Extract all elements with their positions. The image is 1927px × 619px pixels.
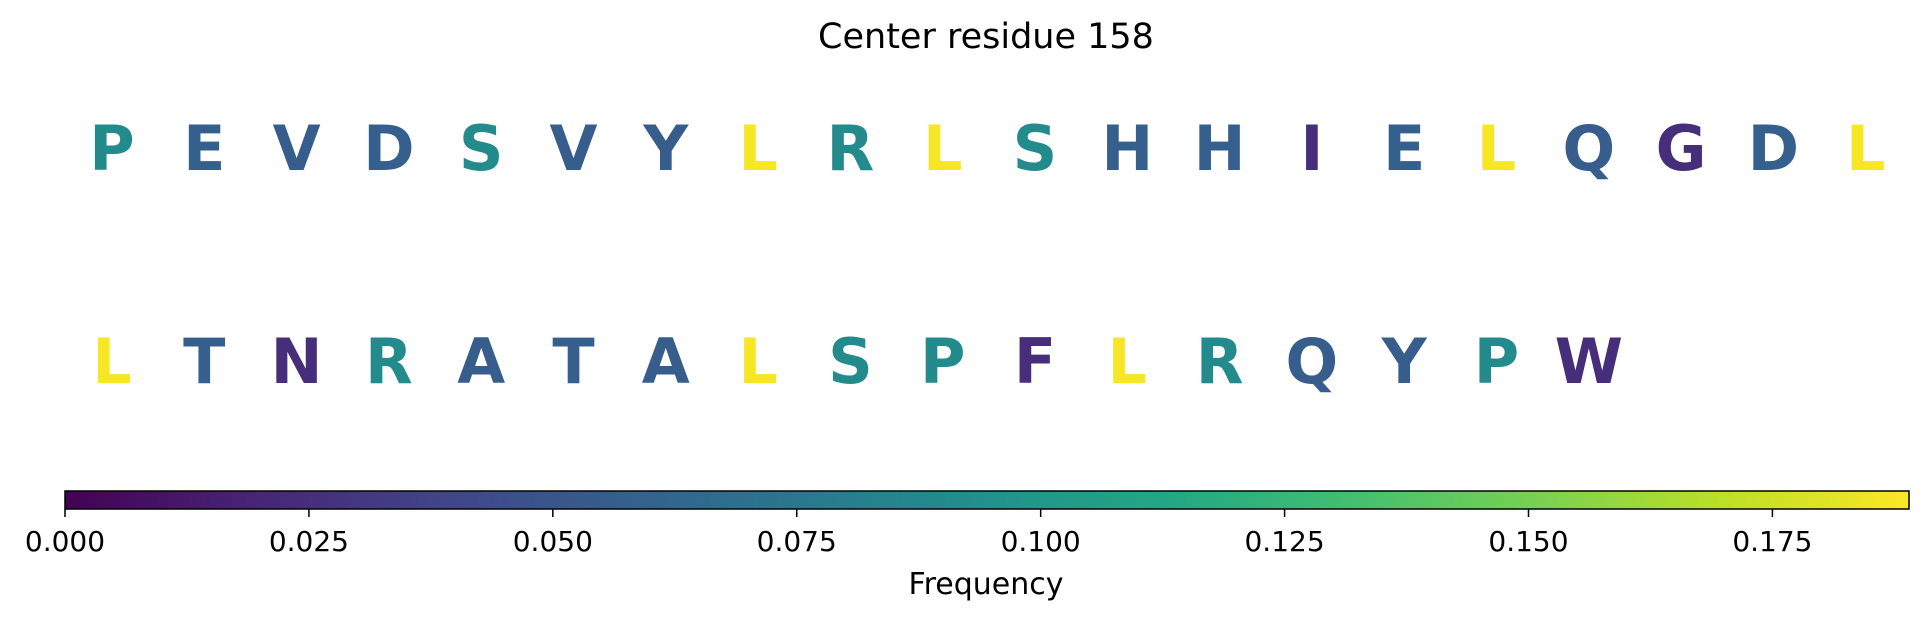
residue-letter: H [1194, 112, 1246, 185]
residue-letter: E [183, 112, 225, 185]
residue-letter: W [1555, 325, 1623, 398]
residue-letter: L [738, 112, 778, 185]
residue-letter: A [457, 325, 505, 398]
chart-title: Center residue 158 [818, 17, 1154, 57]
residue-letter: T [552, 325, 594, 398]
colorbar: 0.000 0.025 0.050 0.075 0.100 0.125 0.150 0.175… [25, 490, 1910, 602]
residue-letter: L [1108, 325, 1148, 398]
residue-letter: N [271, 325, 323, 398]
residue-letter: D [1748, 112, 1799, 185]
residue-letter: Y [642, 112, 689, 185]
colorbar-tick-label: 0.000 [25, 525, 105, 558]
colorbar-label: Frequency [909, 567, 1064, 602]
residue-letter: L [738, 325, 778, 398]
residue-letter: Y [1381, 325, 1428, 398]
residue-letter: S [1013, 112, 1058, 185]
residue-letter: Q [1562, 112, 1615, 185]
residue-letter: I [1300, 112, 1323, 185]
residue-letter: H [1101, 112, 1153, 185]
residue-letter: F [1014, 325, 1056, 398]
residue-letter: L [92, 325, 132, 398]
residue-letter: Q [1286, 325, 1339, 398]
colorbar-tick-label: 0.150 [1488, 525, 1568, 558]
residue-letter: L [923, 112, 963, 185]
colorbar-tick-label: 0.175 [1732, 525, 1812, 558]
residue-letter: P [89, 112, 134, 185]
residue-letter: V [273, 112, 321, 185]
colorbar-tick-label: 0.075 [757, 525, 837, 558]
residue-letter: P [920, 325, 965, 398]
residue-letter: V [550, 112, 598, 185]
residue-letter: S [459, 112, 504, 185]
residue-letter: T [183, 325, 225, 398]
residue-letter: L [1477, 112, 1517, 185]
residue-letter: E [1383, 112, 1425, 185]
residue-letter: R [365, 325, 413, 398]
colorbar-ticks: 0.000 0.025 0.050 0.075 0.100 0.125 0.150 0.175 [25, 509, 1812, 558]
residue-letter: R [827, 112, 875, 185]
colorbar-gradient [64, 490, 1910, 510]
colorbar-tick-label: 0.050 [513, 525, 593, 558]
residue-letter: R [1196, 325, 1244, 398]
residue-letter: D [363, 112, 414, 185]
residue-letter: G [1656, 112, 1707, 185]
colorbar-tick-label: 0.100 [1001, 525, 1081, 558]
residue-letter: S [828, 325, 873, 398]
colorbar-tick-label: 0.125 [1244, 525, 1324, 558]
residue-letter: L [1846, 112, 1886, 185]
residue-letter: P [1474, 325, 1519, 398]
colorbar-tick-label: 0.025 [269, 525, 349, 558]
residue-letter: A [642, 325, 690, 398]
